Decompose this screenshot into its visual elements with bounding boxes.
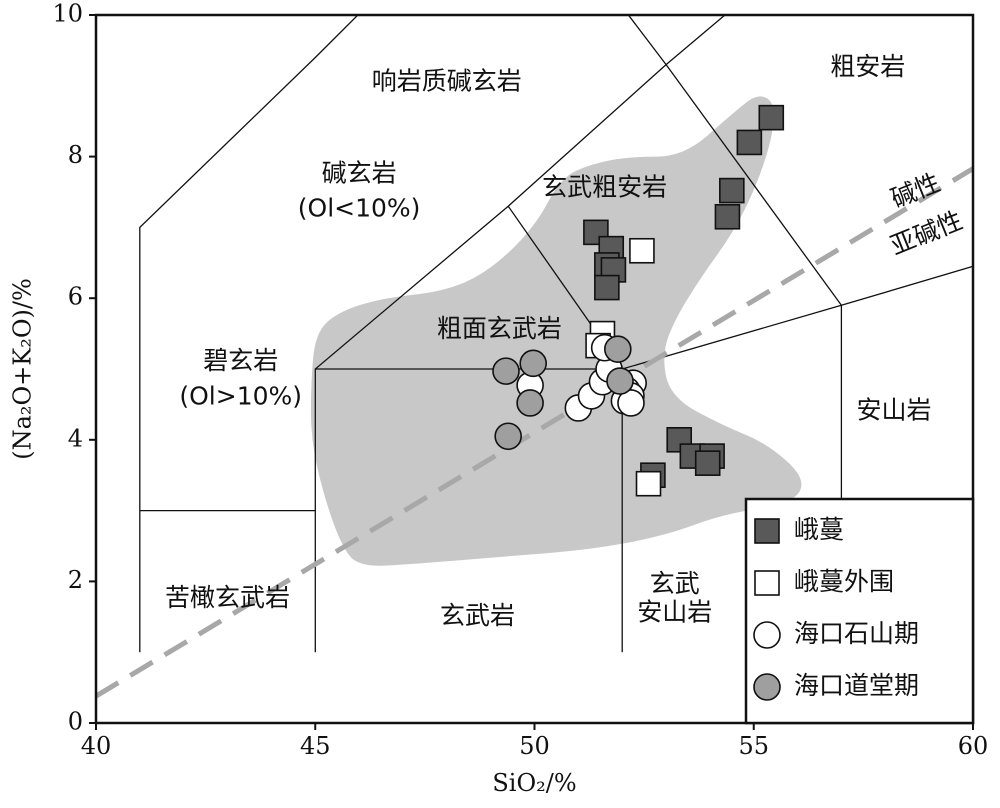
data-point-square [719, 177, 745, 204]
y-tick-label: 0 [68, 708, 83, 736]
data-points [492, 104, 785, 497]
legend-marker-square [754, 570, 780, 596]
data-point-circle [606, 367, 634, 395]
data-point-square [635, 470, 662, 497]
y-tick-label: 8 [68, 141, 83, 169]
data-point-circle [516, 389, 544, 417]
y-tick-label: 4 [68, 424, 83, 452]
field-label: 玄武岩 [440, 601, 515, 630]
field-label: (Ol<10%) [298, 194, 421, 223]
data-point-square [694, 450, 721, 476]
x-tick-label: 45 [300, 732, 331, 760]
data-point-circle [519, 349, 547, 378]
data-point-circle [604, 335, 632, 363]
y-tick-label: 2 [68, 566, 83, 594]
legend-box [744, 497, 975, 725]
data-point-square [629, 237, 655, 264]
field-label: 粗安岩 [830, 52, 905, 81]
field-label: 响岩质碱玄岩 [372, 66, 522, 95]
x-tick-label: 40 [81, 732, 112, 760]
legend-marker-circle [753, 621, 781, 649]
x-tick-label: 60 [958, 732, 989, 760]
legend-label: 峨蔓 [794, 515, 844, 544]
field-label: 玄武粗安岩 [542, 172, 667, 201]
data-point-circle [494, 422, 522, 451]
y-tick-label: 6 [68, 283, 83, 311]
x-axis-label: SiO₂/% [492, 769, 576, 797]
legend-label: 海口石山期 [794, 619, 919, 648]
legend-marker-square [754, 518, 780, 544]
data-point-square [594, 274, 620, 301]
field-boundary-7 [665, 64, 842, 306]
divider-line [96, 166, 973, 699]
data-point-square [714, 203, 741, 230]
alkaline-divider-line [96, 166, 973, 699]
data-point-square [758, 104, 785, 131]
x-tick-label: 55 [738, 732, 769, 760]
legend-label: 海口道堂期 [794, 671, 919, 700]
y-axis-label: (Na₂O+K₂O)/% [9, 278, 37, 460]
x-tick-label: 50 [519, 732, 550, 760]
field-label: 安山岩 [637, 597, 712, 626]
field-label: 碱玄岩 [322, 158, 397, 187]
field-label: 玄武 [650, 569, 700, 598]
field-label: 碧玄岩 [203, 346, 278, 375]
data-point-circle [492, 357, 520, 385]
data-point-circle [617, 389, 645, 417]
field-label: 粗面玄武岩 [437, 314, 562, 343]
y-tick-label: 10 [52, 0, 83, 28]
legend-marker-circle [753, 673, 781, 701]
field-label: (Ol>10%) [179, 381, 302, 410]
field-boundary-8 [627, 15, 667, 65]
field-label: 安山岩 [857, 395, 932, 424]
field-label: 碱性 [887, 168, 944, 214]
field-label: 苦橄玄武岩 [165, 583, 290, 612]
field-boundary-0 [139, 15, 359, 653]
data-point-square [736, 129, 763, 156]
legend-label: 峨蔓外围 [794, 567, 894, 596]
